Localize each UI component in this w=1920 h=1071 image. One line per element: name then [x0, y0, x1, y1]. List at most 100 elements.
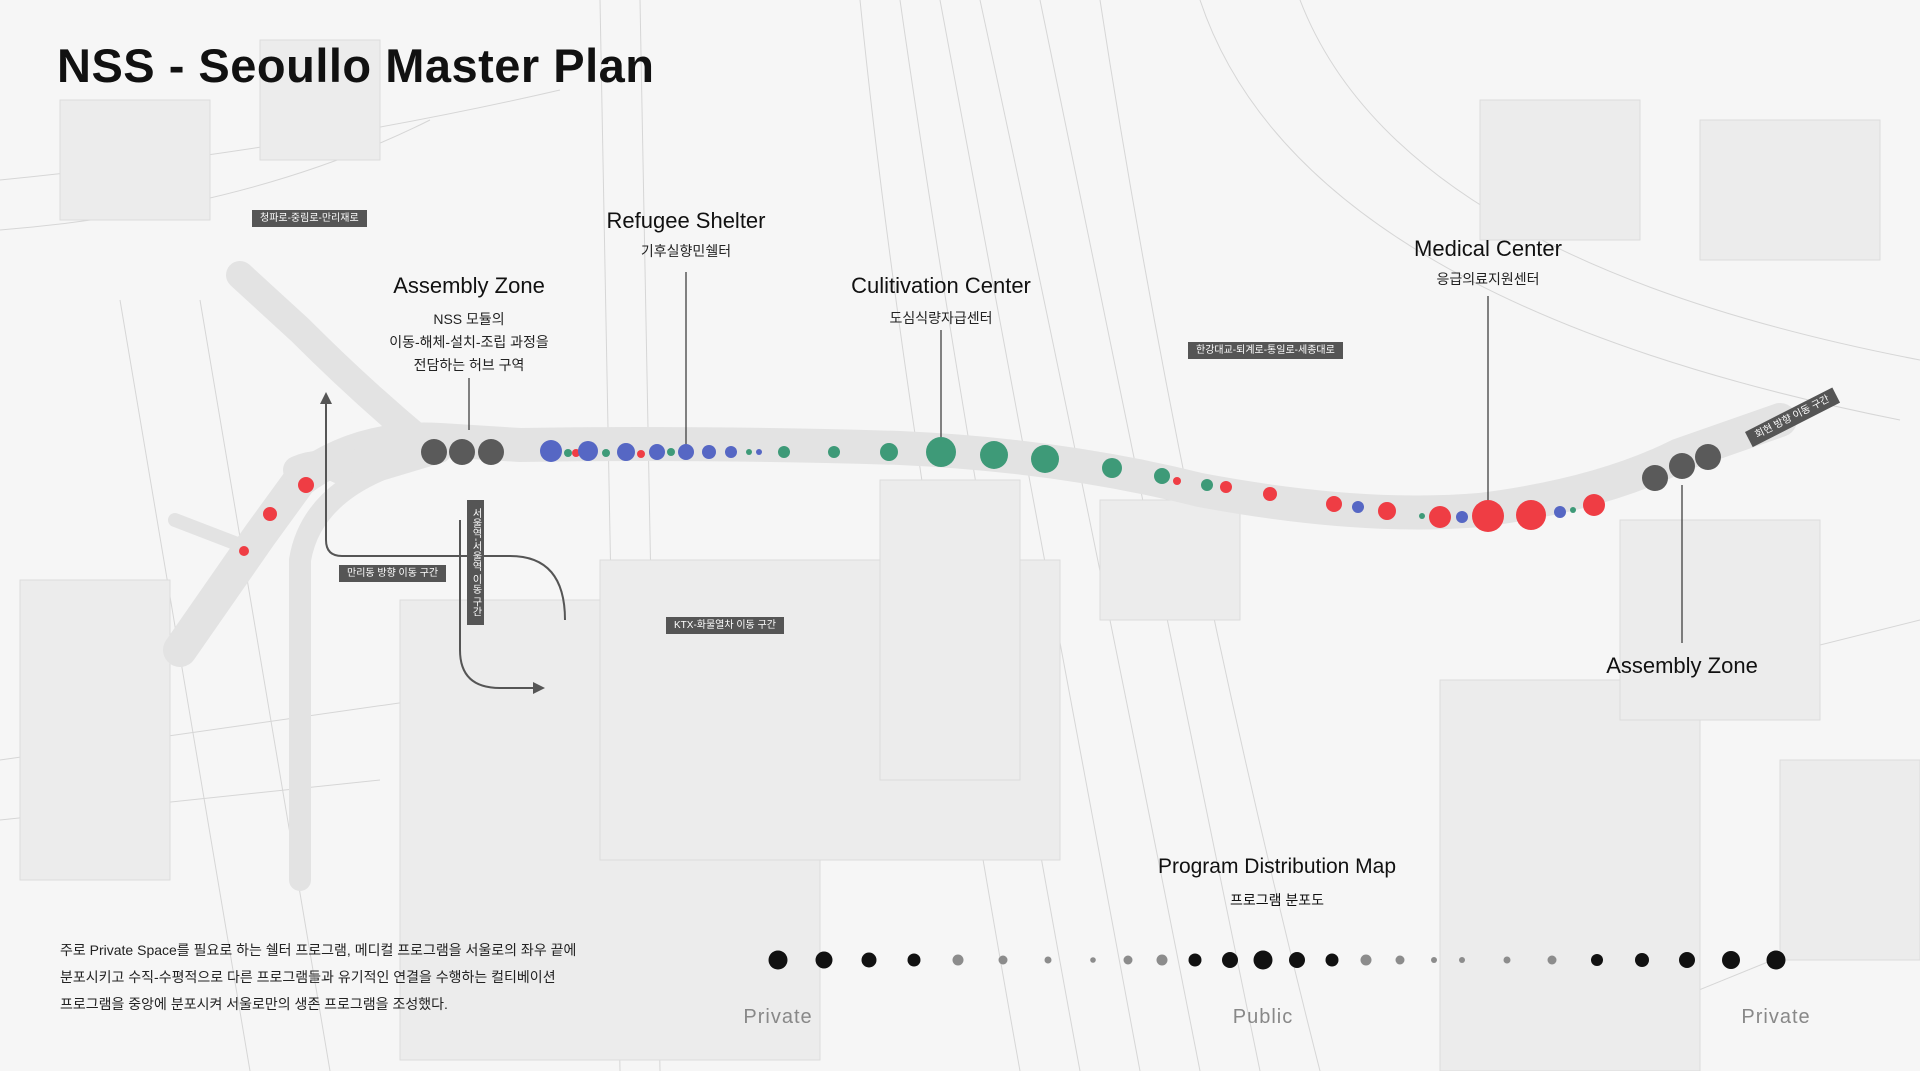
spectrum-dot: [1253, 950, 1273, 970]
spectrum-label-private-left: Private: [743, 1006, 813, 1028]
spectrum-dot: [1222, 952, 1238, 968]
assembly-desc-line-2: 이동-해체-설치-조립 과정을: [389, 334, 549, 350]
program-dot: [1263, 487, 1277, 501]
program-dot: [1642, 465, 1668, 491]
road-tag-ktx: KTX-화물열차 이동 구간: [666, 617, 784, 634]
program-dot: [1031, 445, 1059, 473]
spectrum-dot: [815, 951, 833, 969]
program-dot: [617, 443, 635, 461]
program-dot: [421, 439, 447, 465]
spectrum-dot: [907, 953, 921, 967]
program-dot: [1570, 507, 1576, 513]
page-title: NSS - Seoullo Master Plan: [57, 39, 655, 92]
arrow-head-right: [533, 682, 545, 694]
spectrum-dot: [1547, 955, 1557, 965]
program-dot: [649, 444, 665, 460]
program-dot: [478, 439, 504, 465]
assembly-zone-right-title: Assembly Zone: [1606, 653, 1758, 678]
description-line-3: 프로그램을 중앙에 분포시켜 서울로만의 생존 프로그램을 조성했다.: [60, 996, 448, 1012]
program-dot: [926, 437, 956, 467]
program-dot: [1456, 511, 1468, 523]
building-block: [1779, 759, 1920, 961]
program-dot: [980, 441, 1008, 469]
assembly-zone-left-desc: NSS 모듈의 이동-해체-설치-조립 과정을 전담하는 허브 구역: [389, 308, 549, 377]
spectrum-dot: [1459, 957, 1465, 963]
program-dot: [564, 449, 572, 457]
spectrum-dot: [1635, 953, 1649, 967]
spectrum-dot: [1766, 950, 1786, 970]
road-tag-mid-right: 한강대교-퇴계로-통일로-세종대로: [1188, 342, 1343, 359]
program-dot: [678, 444, 694, 460]
program-dot: [578, 441, 598, 461]
road-tag-top-left: 청파로-중림로-만리재로: [252, 210, 367, 227]
building-blocks: [19, 39, 1920, 1071]
arrow-head-up: [320, 392, 332, 404]
program-dot: [1326, 496, 1342, 512]
program-dot: [1352, 501, 1364, 513]
program-dot: [298, 477, 314, 493]
spectrum-dot: [1503, 956, 1511, 964]
refugee-shelter-title: Refugee Shelter: [606, 208, 766, 233]
program-dot: [828, 446, 840, 458]
program-dot: [667, 448, 675, 456]
spectrum-dot: [1325, 953, 1339, 967]
description-text: 주로 Private Space를 필요로 하는 쉘터 프로그램, 메디컬 프로…: [60, 937, 660, 1018]
program-dot: [1695, 444, 1721, 470]
program-dot: [1173, 477, 1181, 485]
program-dot: [1472, 500, 1504, 532]
program-dot: [1669, 453, 1695, 479]
program-dot: [637, 450, 645, 458]
program-dot: [880, 443, 898, 461]
map-line: [1199, 0, 1901, 421]
distribution-spectrum: [768, 950, 1786, 970]
building-block: [1479, 99, 1641, 241]
spectrum-dot: [998, 955, 1008, 965]
spectrum-dot: [1431, 957, 1437, 963]
program-dot: [1429, 506, 1451, 528]
spectrum-dot: [1289, 952, 1305, 968]
program-dot: [1154, 468, 1170, 484]
distribution-subtitle: 프로그램 분포도: [1229, 892, 1325, 908]
assembly-desc-line-1: NSS 모듈의: [433, 311, 505, 327]
program-dot: [725, 446, 737, 458]
spectrum-dot: [1679, 952, 1695, 968]
callout-leaders: [468, 272, 1683, 643]
map-line: [859, 0, 1021, 1071]
spectrum-dot: [952, 954, 964, 966]
map-line: [979, 0, 1201, 1071]
spectrum-dot: [1090, 957, 1096, 963]
program-dot: [1220, 481, 1232, 493]
road-tag-seoul-station: 서울역-서울역 이동 구간: [467, 500, 484, 625]
program-dot: [1378, 502, 1396, 520]
spectrum-label-private-right: Private: [1741, 1006, 1811, 1028]
cultivation-center-title: Culitivation Center: [851, 273, 1031, 298]
refugee-shelter-desc: 기후실향민쉘터: [640, 243, 732, 259]
program-dot: [1419, 513, 1425, 519]
program-dot: [778, 446, 790, 458]
program-dots: [239, 437, 1721, 556]
building-block: [259, 39, 381, 161]
road-tag-left-move: 만리동 방향 이동 구간: [339, 565, 447, 582]
program-dot: [702, 445, 716, 459]
spectrum-dot: [1591, 954, 1603, 966]
program-dot: [1583, 494, 1605, 516]
spectrum-dot: [1395, 955, 1405, 965]
building-block: [1439, 679, 1701, 1071]
program-dot: [1102, 458, 1122, 478]
program-dot: [746, 449, 752, 455]
description-line-1: 주로 Private Space를 필요로 하는 쉘터 프로그램, 메디컬 프로…: [60, 942, 577, 958]
program-dot: [756, 449, 762, 455]
building-block: [1099, 499, 1241, 621]
program-dot: [1201, 479, 1213, 491]
assembly-zone-left-title: Assembly Zone: [393, 273, 545, 298]
map-line: [199, 299, 331, 1071]
spectrum-label-public: Public: [1232, 1006, 1294, 1028]
assembly-desc-line-3: 전담하는 허브 구역: [413, 357, 525, 373]
spectrum-dot: [1156, 954, 1168, 966]
spectrum-dot: [861, 952, 877, 968]
program-dot: [602, 449, 610, 457]
spectrum-dot: [1188, 953, 1202, 967]
medical-center-title: Medical Center: [1414, 236, 1562, 261]
